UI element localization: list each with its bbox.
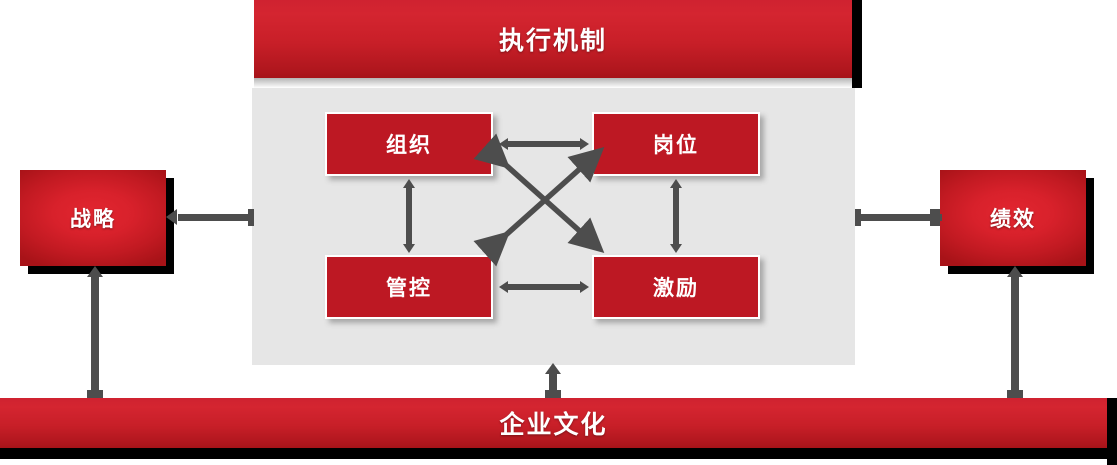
performance-box: 绩效 — [940, 170, 1086, 266]
top-banner-label: 执行机制 — [498, 26, 607, 55]
connector-panel-to-strategy-stub — [248, 209, 254, 226]
bottom-banner-label: 企业文化 — [499, 410, 608, 439]
connector-position-incentive — [673, 188, 679, 244]
incentive-box: 激励 — [592, 255, 760, 319]
connector-culture-to-panel-arrowhead — [545, 363, 561, 374]
organization-box: 组织 — [325, 112, 493, 176]
top-banner-shadow — [852, 0, 862, 88]
connector-performance-endcap — [930, 209, 940, 226]
connector-position-incentive-arrow-up — [670, 179, 682, 188]
organization-box-label: 组织 — [386, 133, 432, 157]
top-banner-execution-mechanism: 执行机制 — [254, 0, 852, 78]
incentive-box-label: 激励 — [653, 276, 699, 300]
connector-panel-to-performance-stub — [855, 209, 861, 226]
performance-box-label: 绩效 — [990, 207, 1036, 231]
position-box-label: 岗位 — [653, 133, 699, 157]
connector-control-incentive-arrow-right — [580, 281, 589, 293]
bottom-banner-corporate-culture: 企业文化 — [0, 398, 1107, 448]
connector-control-incentive — [508, 284, 580, 290]
bottom-banner-shadow-bottom — [0, 448, 1107, 459]
connector-culture-to-strategy-base — [87, 390, 103, 398]
connector-culture-to-performance-arrowhead — [1007, 266, 1023, 277]
connector-panel-to-performance — [858, 214, 942, 221]
strategy-box-label: 战略 — [70, 207, 116, 231]
connector-culture-to-strategy-arrowhead — [87, 266, 103, 277]
diagonal-control-position — [473, 147, 605, 267]
connector-culture-to-strategy — [91, 277, 99, 398]
control-box-label: 管控 — [386, 276, 432, 300]
connector-organization-position-arrow-right — [580, 138, 589, 150]
diagonal-cross-connectors — [473, 133, 605, 267]
control-box: 管控 — [325, 255, 493, 319]
connector-organization-position-arrow-left — [499, 138, 508, 150]
bottom-banner-shadow-right — [1107, 398, 1117, 465]
connector-organization-control — [406, 188, 412, 244]
connector-panel-to-strategy — [178, 214, 252, 221]
connector-culture-to-performance — [1011, 277, 1019, 398]
connector-panel-to-strategy-arrowhead — [166, 209, 177, 225]
connector-position-incentive-arrow-down — [670, 244, 682, 253]
connector-control-incentive-arrow-left — [499, 281, 508, 293]
position-box: 岗位 — [592, 112, 760, 176]
connector-culture-to-panel — [549, 371, 557, 398]
connector-culture-to-performance-base — [1007, 390, 1023, 398]
top-banner-soft-shadow — [254, 78, 852, 88]
connector-organization-control-arrow-up — [403, 179, 415, 188]
strategy-box: 战略 — [20, 170, 166, 266]
connector-culture-to-panel-base — [545, 390, 561, 398]
connector-organization-control-arrow-down — [403, 244, 415, 253]
